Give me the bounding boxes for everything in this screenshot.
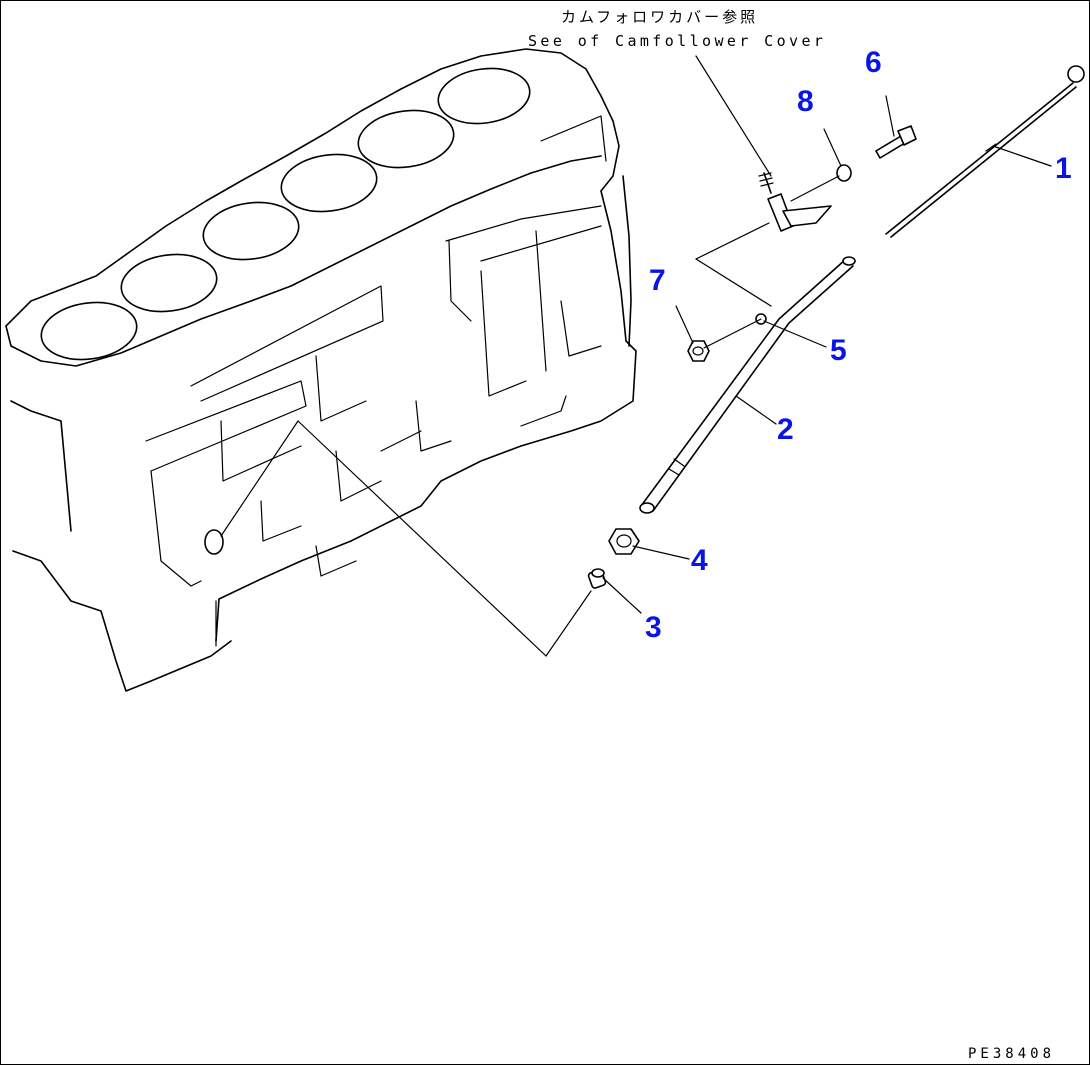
callout-5[interactable]: 5 xyxy=(830,334,847,367)
leader-lines xyxy=(220,55,1052,657)
drawing-code: PE38408 xyxy=(968,1046,1056,1062)
callout-2[interactable]: 2 xyxy=(777,413,794,446)
callout-7[interactable]: 7 xyxy=(649,264,666,297)
part-1-dipstick xyxy=(885,65,1085,238)
part-4-nut xyxy=(608,528,640,555)
part-2-tube xyxy=(639,256,856,514)
part-7-nut xyxy=(687,340,710,362)
callout-8[interactable]: 8 xyxy=(797,85,814,118)
reference-note-japanese: カムフォロワカバー参照 xyxy=(561,8,759,26)
part-6-bolt xyxy=(875,125,917,159)
reference-note-english: See of Camfollower Cover xyxy=(528,32,827,50)
callout-4[interactable]: 4 xyxy=(691,544,708,577)
part-3-adapter xyxy=(587,568,607,589)
part-5-bracket xyxy=(755,172,832,325)
callout-3[interactable]: 3 xyxy=(645,611,662,644)
callout-6[interactable]: 6 xyxy=(865,46,882,79)
cylinder-block xyxy=(5,48,637,692)
part-8-washer xyxy=(836,164,852,182)
callout-1[interactable]: 1 xyxy=(1055,152,1072,185)
